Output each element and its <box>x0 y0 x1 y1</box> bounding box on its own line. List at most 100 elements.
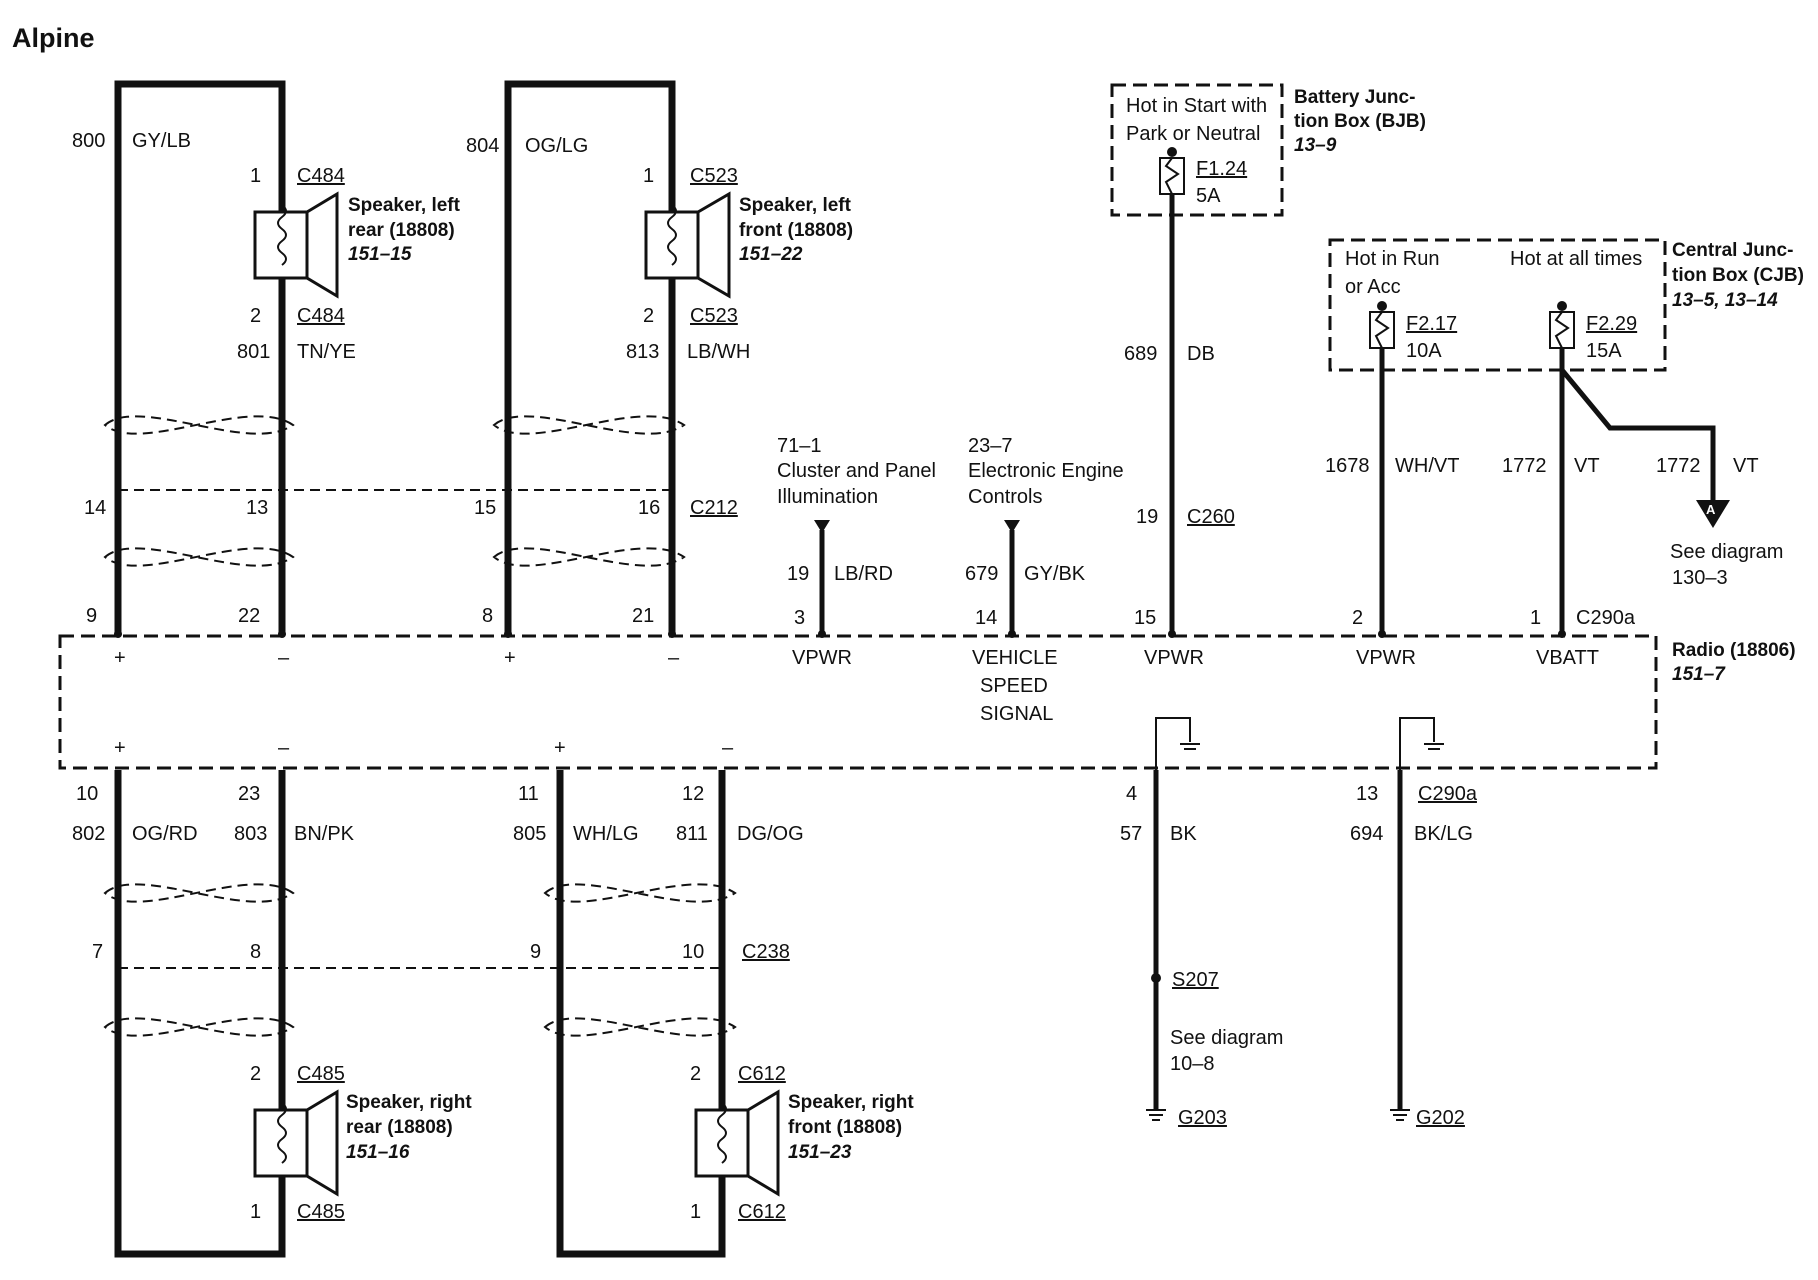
ground-icon <box>1146 1109 1166 1121</box>
diagram-label: – <box>278 647 290 669</box>
diagram-label: – <box>278 737 290 759</box>
diagram-label: C484 <box>297 305 345 327</box>
ground-icon <box>1390 1109 1410 1121</box>
diagram-label: 13 <box>246 497 268 519</box>
diagram-label: C484 <box>297 165 345 187</box>
arrow-a-icon <box>1696 500 1730 528</box>
central-junction-box: Hot in Run or Acc Hot at all times F2.17… <box>1328 238 1804 372</box>
diagram-label: Speaker, right <box>346 1092 472 1113</box>
diagram-label: 57 <box>1120 823 1142 845</box>
diagram-label: 5A <box>1196 185 1221 207</box>
diagram-label: WH/LG <box>573 823 639 845</box>
diagram-label: VT <box>1733 455 1759 477</box>
diagram-label: Electronic Engine <box>968 460 1124 482</box>
diagram-label: OG/RD <box>132 823 198 845</box>
diagram-label: 1 <box>250 1201 261 1223</box>
diagram-label: 8 <box>482 605 493 627</box>
diagram-label: – <box>668 647 680 669</box>
diagram-label: 15 <box>474 497 496 519</box>
diagram-label: or Acc <box>1345 276 1401 298</box>
diagram-label: 1 <box>690 1201 701 1223</box>
left-rear-speaker-circuit: 800 GY/LB 1 C484 2 C484 801 TN/YE Speake… <box>72 80 461 634</box>
diagram-label: 130–3 <box>1672 567 1728 589</box>
c238-label: C238 <box>742 941 790 963</box>
diagram-label: 3 <box>794 607 805 629</box>
diagram-label: 15A <box>1586 340 1622 362</box>
right-rear-speaker-circuit: 10 23 802 OG/RD 803 BN/PK 7 8 2 C485 1 C… <box>72 770 472 1258</box>
diagram-label: 10 <box>682 941 704 963</box>
diagram-label: Speaker, right <box>788 1092 914 1113</box>
diagram-label: 1 <box>643 165 654 187</box>
diagram-label: C612 <box>738 1201 786 1223</box>
diagram-label: VPWR <box>1356 647 1416 669</box>
diagram-label: See diagram <box>1170 1027 1283 1049</box>
diagram-label: C612 <box>738 1063 786 1085</box>
diagram-label: DG/OG <box>737 823 804 845</box>
diagram-label: BN/PK <box>294 823 355 845</box>
diagram-label: 4 <box>1126 783 1137 805</box>
diagram-label: 689 <box>1124 343 1157 365</box>
diagram-label: 22 <box>238 605 260 627</box>
diagram-label: GY/BK <box>1024 563 1086 585</box>
diagram-label: tion Box (BJB) <box>1294 111 1426 132</box>
diagram-label: C485 <box>297 1201 345 1223</box>
diagram-label: 2 <box>250 305 261 327</box>
engine-controls-input: 23–7 Electronic Engine Controls 679 GY/B… <box>965 435 1124 634</box>
diagram-label: C485 <box>297 1063 345 1085</box>
diagram-label: 694 <box>1350 823 1383 845</box>
diagram-label: 23–7 <box>968 435 1013 457</box>
twisted-pair-shields-top <box>103 415 686 567</box>
diagram-label: 71–1 <box>777 435 822 457</box>
diagram-label: 12 <box>682 783 704 805</box>
diagram-label: 10A <box>1406 340 1442 362</box>
wire-1678-vpwr: 1678 WH/VT 2 <box>1325 348 1459 634</box>
diagram-label: 2 <box>1352 607 1363 629</box>
radio-pin-dots <box>114 630 1566 638</box>
diagram-label: 8 <box>250 941 261 963</box>
diagram-label: 803 <box>234 823 267 845</box>
diagram-label: BK/LG <box>1414 823 1473 845</box>
speaker-right-rear-symbol <box>253 1089 339 1197</box>
diagram-label: 23 <box>238 783 260 805</box>
diagram-label: 2 <box>690 1063 701 1085</box>
diagram-label: 1772 <box>1656 455 1701 477</box>
diagram-label: 811 <box>676 823 708 845</box>
diagram-label: 800 <box>72 130 105 152</box>
diagram-label: F2.29 <box>1586 313 1637 335</box>
diagram-label: front (18808) <box>739 220 853 241</box>
diagram-label: 13–9 <box>1294 135 1337 156</box>
diagram-label: Radio (18806) <box>1672 640 1796 661</box>
diagram-label: C290a <box>1576 607 1636 629</box>
diagram-label: + <box>114 647 126 669</box>
diagram-label: 7 <box>92 941 103 963</box>
diagram-label: C260 <box>1187 506 1235 528</box>
diagram-label: LB/WH <box>687 341 750 363</box>
diagram-label: 9 <box>86 605 97 627</box>
diagram-label: Illumination <box>777 486 878 508</box>
diagram-label: Battery Junc- <box>1294 87 1415 108</box>
diagram-label: C523 <box>690 165 738 187</box>
diagram-label: 2 <box>250 1063 261 1085</box>
twisted-pair-shields-bottom <box>103 883 737 1037</box>
diagram-label: 21 <box>632 605 654 627</box>
diagram-label: VBATT <box>1536 647 1599 669</box>
diagram-label: 13 <box>1356 783 1378 805</box>
diagram-label: BK <box>1170 823 1197 845</box>
diagram-label: Hot at all times <box>1510 248 1642 270</box>
diagram-label: 1678 <box>1325 455 1370 477</box>
diagram-label: G203 <box>1178 1107 1227 1129</box>
diagram-label: Hot in Run <box>1345 248 1440 270</box>
diagram-label: F2.17 <box>1406 313 1457 335</box>
radio-unit: + – + – VPWR VEHICLE SPEED SIGNAL VPWR V… <box>58 634 1796 770</box>
speaker-right-front-symbol <box>694 1089 780 1197</box>
ground-wire-57: 4 57 BK S207 See diagram 10–8 G203 <box>1120 770 1283 1129</box>
diagram-label: A <box>1706 502 1716 517</box>
diagram-label: LB/RD <box>834 563 893 585</box>
diagram-label: Controls <box>968 486 1042 508</box>
diagram-label: – <box>722 737 734 759</box>
wire-689-vpwr: 689 DB 19 C260 15 <box>1124 194 1235 634</box>
diagram-label: TN/YE <box>297 341 356 363</box>
diagram-label: Central Junc- <box>1672 240 1793 261</box>
diagram-label: 9 <box>530 941 541 963</box>
